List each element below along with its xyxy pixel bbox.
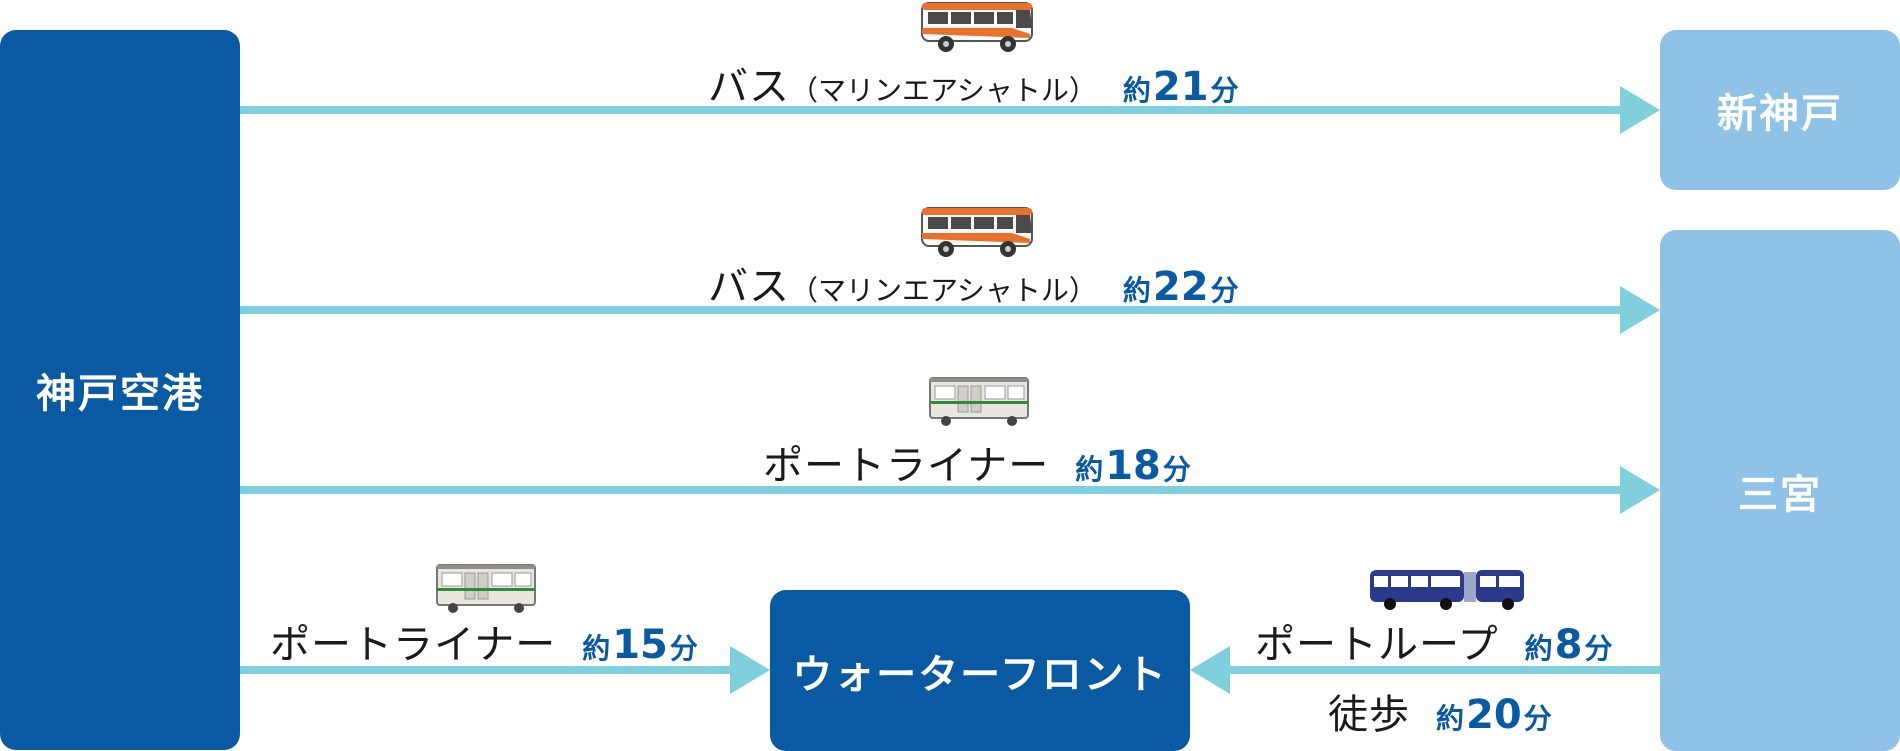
arrow-airport-waterfront-head [730,646,770,694]
arrow-airport-shinkobe-head [1620,86,1660,134]
time-number: 20 [1466,692,1522,738]
time-number: 18 [1105,443,1161,489]
time-prefix: 約 [1122,274,1151,307]
time-prefix: 約 [1436,702,1465,735]
arrow-sannomiya-waterfront-line [1228,666,1660,674]
route-label-liner-waterfront: ポートライナー 約 15 分 [270,612,698,670]
arrow-airport-waterfront-line [240,666,732,674]
route-mode: ポートライナー [270,622,557,668]
route-label-loop-waterfront: ポートループ 約 8 分 [1255,612,1612,670]
arrow-airport-sannomiya-liner-head [1620,466,1660,514]
route-time: 約 15 分 [582,622,698,668]
route-sub: （マリンエアシャトル） [790,74,1097,107]
route-label-bus-shinkobe: バス （マリンエアシャトル） 約 21 分 [708,54,1239,112]
route-time: 約 21 分 [1123,64,1239,110]
route-label-liner-sannomiya: ポートライナー 約 18 分 [763,433,1191,491]
route-label-bus-sannomiya: バス （マリンエアシャトル） 約 22 分 [708,254,1239,312]
route-time: 約 8 分 [1525,622,1613,668]
node-waterfront-label: ウォーターフロント [792,651,1168,698]
time-prefix: 約 [582,632,611,665]
node-kobe-airport-label: 神戸空港 [36,371,204,417]
route-mode: 徒歩 [1328,692,1410,738]
route-time: 約 18 分 [1075,443,1191,489]
time-unit: 分 [1210,274,1239,307]
time-prefix: 約 [1075,453,1104,486]
node-kobe-airport: 神戸空港 [0,30,240,750]
train-icon [929,377,1029,426]
node-sannomiya: 三宮 [1660,230,1900,751]
route-mode: バス [708,264,790,310]
time-unit: 分 [669,632,698,665]
route-label-walk-waterfront: 徒歩 約 20 分 [1328,682,1552,740]
route-sub: （マリンエアシャトル） [790,274,1097,307]
time-unit: 分 [1523,702,1552,735]
loop-bus-icon [1370,570,1524,610]
time-unit: 分 [1162,453,1191,486]
arrow-airport-shinkobe-line [240,106,1622,114]
route-time: 約 20 分 [1436,692,1552,738]
node-shin-kobe: 新神戸 [1660,30,1900,190]
node-shin-kobe-label: 新神戸 [1717,91,1843,137]
train-icon [436,564,536,613]
route-mode: ポートライナー [763,443,1050,489]
time-number: 22 [1152,264,1209,310]
bus-icon [921,2,1033,52]
bus-icon [921,207,1033,257]
route-mode: ポートループ [1255,622,1499,668]
time-unit: 分 [1210,74,1239,107]
arrow-airport-sannomiya-bus-line [240,306,1622,314]
time-unit: 分 [1584,632,1613,665]
time-number: 8 [1554,622,1583,668]
node-waterfront: ウォーターフロント [770,590,1190,751]
time-number: 15 [612,622,668,668]
node-sannomiya-label: 三宮 [1738,471,1822,518]
arrow-airport-sannomiya-bus-head [1620,286,1660,334]
time-number: 21 [1152,64,1209,110]
arrow-sannomiya-waterfront-head [1190,646,1230,694]
time-prefix: 約 [1122,74,1151,107]
arrow-airport-sannomiya-liner-line [240,486,1622,494]
time-prefix: 約 [1524,632,1553,665]
route-mode: バス [708,64,790,110]
route-time: 約 22 分 [1123,264,1239,310]
